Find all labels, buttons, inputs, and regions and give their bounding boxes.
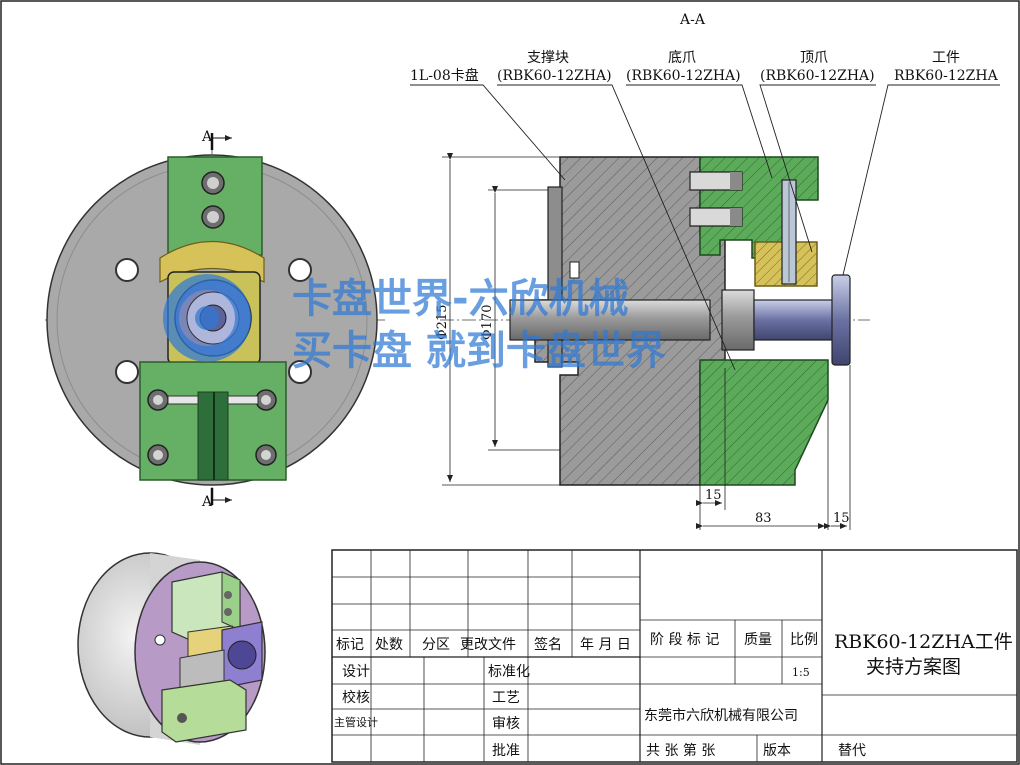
svg-text:1:5: 1:5: [792, 666, 810, 679]
section-view: A-A Φ215: [410, 12, 1000, 530]
svg-text:阶 段 标 记: 阶 段 标 记: [650, 632, 719, 648]
svg-text:标记: 标记: [336, 637, 364, 653]
isometric-view: [77, 552, 266, 745]
callout-chuck: 1L-08卡盘: [410, 67, 566, 181]
svg-text:比例: 比例: [790, 632, 818, 648]
svg-text:工件: 工件: [932, 50, 960, 66]
svg-text:版本: 版本: [763, 743, 791, 759]
watermark-line2: 买卡盘 就到卡盘世界: [292, 328, 666, 374]
dim-15-right: 15: [833, 511, 850, 526]
drawing-title-line1: RBK60-12ZHA工件: [834, 631, 1013, 653]
section-marker-bottom: A: [201, 494, 213, 510]
svg-text:底爪: 底爪: [668, 50, 696, 66]
svg-text:支撑块: 支撑块: [527, 50, 569, 66]
callout-workpiece: 工件 RBK60-12ZHA: [842, 50, 1000, 276]
dim-15-left: 15: [705, 488, 722, 503]
svg-text:顶爪: 顶爪: [800, 50, 828, 66]
svg-text:标准化: 标准化: [488, 664, 530, 680]
svg-text:批准: 批准: [492, 743, 520, 759]
svg-text:签名: 签名: [534, 636, 562, 653]
svg-text:更改文件: 更改文件: [460, 637, 516, 653]
section-marker-top: A: [201, 129, 213, 145]
callout-top-jaw: 顶爪 (RBK60-12ZHA): [759, 50, 876, 253]
bottom-jaw-section: [699, 359, 829, 486]
watermark: 卡盘世界-六欣机械 买卡盘 就到卡盘世界: [163, 274, 666, 374]
svg-text:年 月 日: 年 月 日: [580, 637, 631, 653]
callout-support-block: 支撑块 (RBK60-12ZHA): [497, 50, 736, 371]
dim-dia-outer: Φ215: [435, 305, 450, 340]
dim-dia-inner: Φ170: [480, 305, 495, 340]
svg-text:(RBK60-12ZHA): (RBK60-12ZHA): [760, 68, 875, 84]
svg-text:设计: 设计: [342, 664, 370, 680]
watermark-line1: 卡盘世界-六欣机械: [292, 276, 629, 322]
mount-holes: [115, 258, 312, 384]
svg-text:校核: 校核: [342, 689, 370, 706]
svg-text:(RBK60-12ZHA): (RBK60-12ZHA): [497, 68, 612, 84]
svg-text:共 张 第 张: 共 张 第 张: [646, 742, 715, 759]
workpiece-section: [753, 299, 839, 341]
section-title: A-A: [679, 12, 706, 28]
center-shaft: [509, 299, 711, 341]
title-block: [331, 549, 1018, 763]
svg-text:主管设计: 主管设计: [334, 715, 378, 729]
svg-text:(RBK60-12ZHA): (RBK60-12ZHA): [626, 68, 741, 84]
callout-bottom-jaw: 底爪 (RBK60-12ZHA): [626, 50, 773, 179]
dim-83: 83: [755, 511, 772, 526]
company-name: 东莞市六欣机械有限公司: [644, 707, 798, 724]
svg-text:1L-08卡盘: 1L-08卡盘: [410, 67, 479, 84]
drawing-title-line2: 夹持方案图: [866, 656, 961, 678]
title-block-text: 标记 处数 分区 更改文件 签名 年 月 日 设计 校核 主管设计 标准化 工艺…: [334, 631, 1013, 759]
dimension-dia-215: [442, 153, 560, 486]
svg-text:分区: 分区: [422, 637, 450, 653]
svg-text:处数: 处数: [375, 637, 403, 653]
svg-text:RBK60-12ZHA: RBK60-12ZHA: [894, 68, 999, 84]
svg-text:替代: 替代: [838, 743, 866, 759]
svg-text:质量: 质量: [744, 632, 772, 648]
svg-text:审核: 审核: [492, 716, 520, 732]
dimension-horizontal: [696, 365, 851, 530]
svg-text:工艺: 工艺: [492, 690, 520, 706]
dimension-dia-170: [488, 186, 560, 451]
